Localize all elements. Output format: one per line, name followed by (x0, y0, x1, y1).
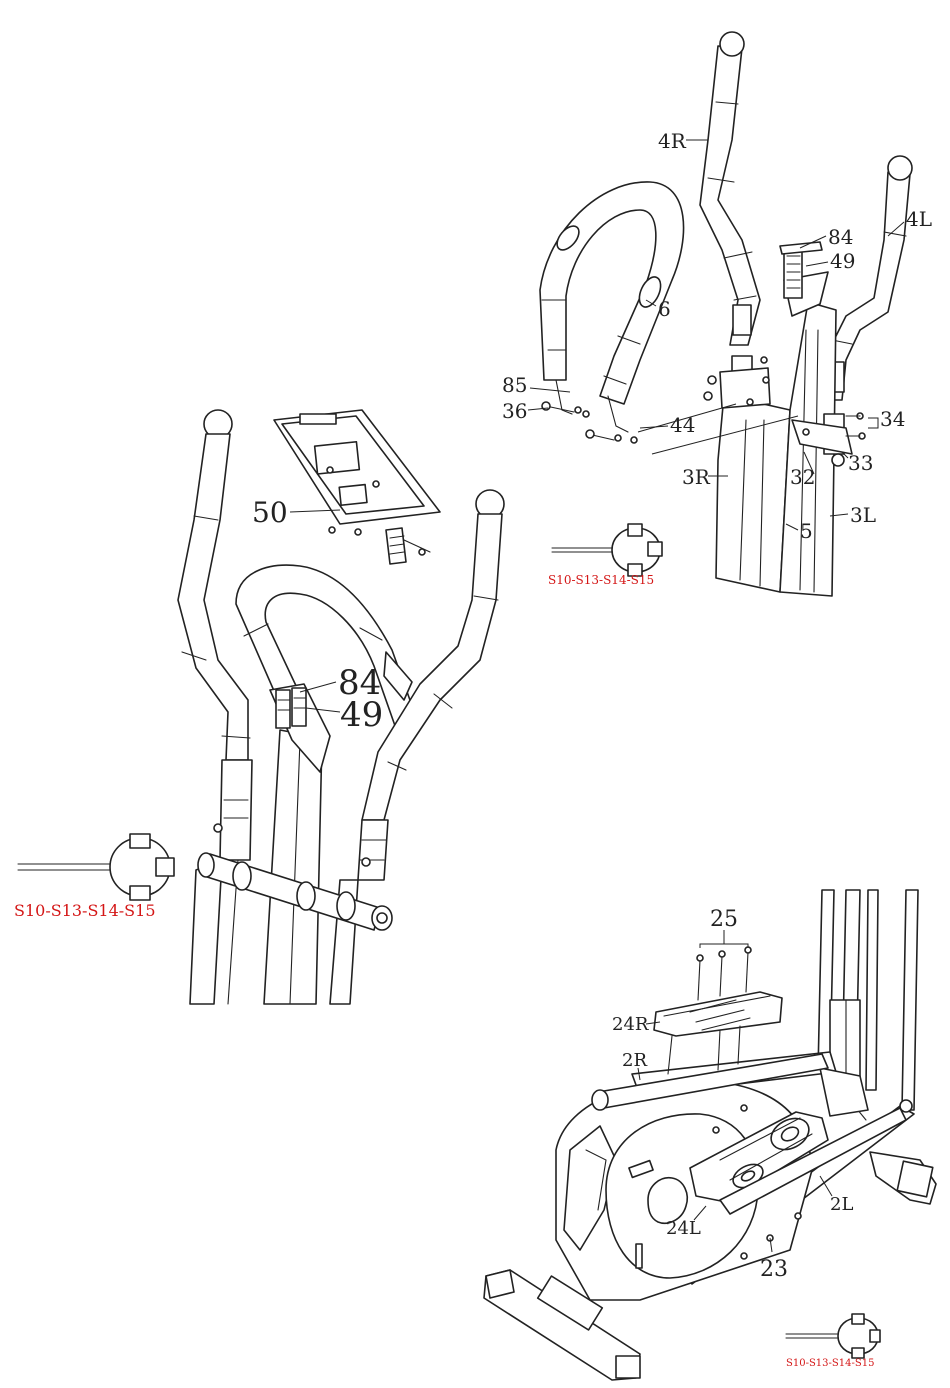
label-25: 25 (710, 907, 738, 932)
tool-label-upper: S10-S13-S14-S15 (548, 573, 654, 587)
bolts-85-36 (542, 402, 637, 443)
right-arm (330, 490, 504, 1004)
upper-exploded-view: 4R 4L 84 49 6 85 36 44 34 33 3R 32 3L 5 … (502, 32, 932, 596)
tool-middle: S10-S13-S14-S15 (14, 834, 174, 920)
label-4r: 4R (658, 129, 687, 153)
label-50: 50 (252, 496, 288, 529)
label-5: 5 (800, 519, 813, 543)
label-24r: 24R (612, 1014, 649, 1035)
tool-label-lower: S10-S13-S14-S15 (786, 1358, 874, 1369)
label-2r: 2R (622, 1050, 647, 1071)
tool-upper: S10-S13-S14-S15 (548, 524, 662, 587)
label-6: 6 (658, 297, 671, 321)
label-2l: 2L (830, 1194, 853, 1215)
label-3r: 3R (682, 465, 711, 489)
label-33: 33 (848, 451, 873, 475)
middle-assembly-view: 50 84 49 S10-S13-S14-S15 (14, 410, 504, 1004)
label-49-middle: 49 (340, 695, 383, 735)
tool-label-middle: S10-S13-S14-S15 (14, 901, 156, 920)
label-44: 44 (670, 413, 695, 437)
label-4l: 4L (906, 207, 932, 231)
left-arm (178, 410, 252, 1004)
label-34: 34 (880, 407, 905, 431)
label-84-upper: 84 (828, 225, 853, 249)
middle-loop-handle (236, 565, 420, 740)
pivot-right (704, 356, 770, 408)
console-50 (274, 410, 440, 564)
mast-5 (716, 302, 836, 596)
label-23: 23 (760, 1257, 788, 1282)
handlebar-4r (700, 32, 760, 345)
rear-stabilizer (870, 1152, 936, 1204)
middle-mast (264, 684, 330, 1004)
screws-25 (697, 947, 751, 1000)
label-24l: 24L (666, 1218, 701, 1239)
tool-lower: S10-S13-S14-S15 (786, 1314, 880, 1369)
handlebar-4l (826, 156, 912, 400)
label-85: 85 (502, 373, 527, 397)
label-49-upper: 49 (830, 249, 855, 273)
label-3l: 3L (850, 503, 876, 527)
lower-base-view: 25 24R 2R 2L 24L 23 S10-S13-S14-S15 (484, 890, 936, 1380)
label-36: 36 (502, 399, 527, 423)
label-32: 32 (790, 465, 815, 489)
